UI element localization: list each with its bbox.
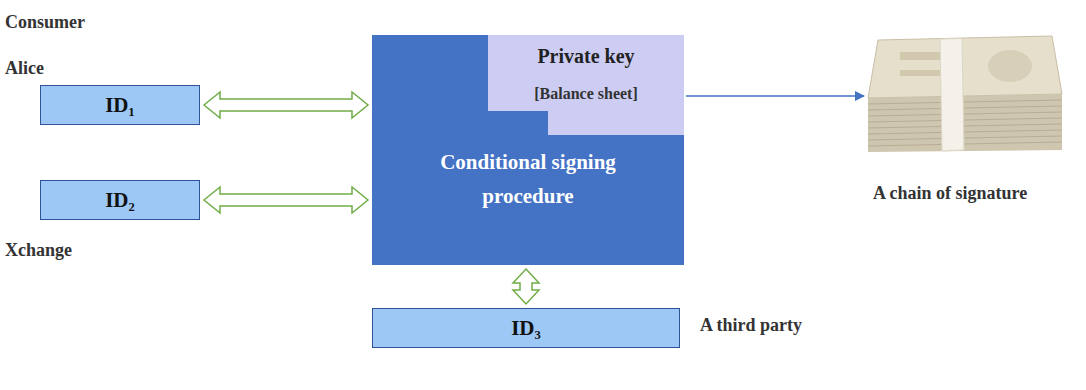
text-label: Alice <box>5 58 44 79</box>
id-label: ID₃ <box>511 316 541 341</box>
key-region: Private key [Balance sheet] <box>488 35 684 135</box>
procedure-label: Conditional signing procedure <box>408 145 648 213</box>
text-label: Xchange <box>5 240 72 261</box>
double-arrow <box>204 92 368 118</box>
id-label: ID₁ <box>105 93 135 118</box>
text-label: Consumer <box>5 12 85 33</box>
money-stack <box>868 36 1062 152</box>
id-box: ID₃ <box>372 308 680 348</box>
id-box: ID₂ <box>40 180 200 220</box>
key-note: [Balance sheet] <box>488 81 684 107</box>
double-arrow <box>204 187 368 213</box>
procedure-box: Conditional signing procedure Private key… <box>372 35 684 265</box>
id-box: ID₁ <box>40 85 200 125</box>
id-label: ID₂ <box>105 188 135 213</box>
text-label: A chain of signature <box>873 183 1027 204</box>
text-label: A third party <box>700 315 802 336</box>
output-arrow <box>686 95 864 97</box>
double-arrow <box>513 269 539 304</box>
key-heading: Private key <box>488 41 684 71</box>
